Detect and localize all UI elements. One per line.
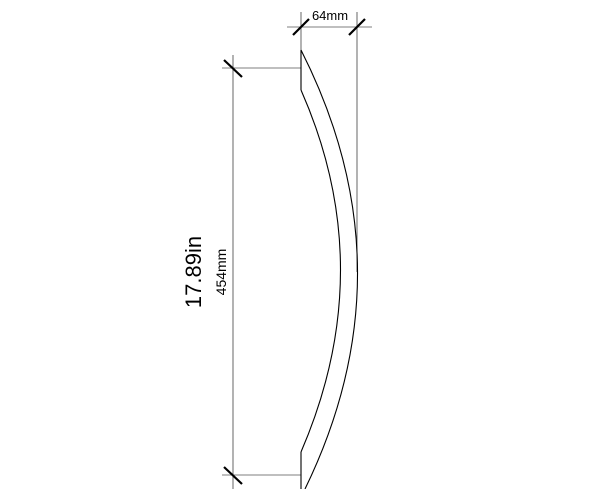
length-tick-top	[223, 59, 243, 78]
width-dimension: 64mm	[287, 8, 372, 272]
width-tick-right	[348, 18, 366, 36]
width-label: 64mm	[312, 8, 348, 23]
length-mm-label: 454mm	[213, 249, 229, 296]
length-dimension: 17.89in 454mm	[181, 55, 301, 489]
handle-profile	[300, 49, 359, 489]
handle-outer-arc	[300, 49, 359, 489]
length-inch-label: 17.89in	[181, 236, 206, 308]
handle-inner-arc	[300, 89, 342, 453]
width-tick-left	[292, 18, 310, 36]
length-tick-bottom	[223, 466, 243, 485]
